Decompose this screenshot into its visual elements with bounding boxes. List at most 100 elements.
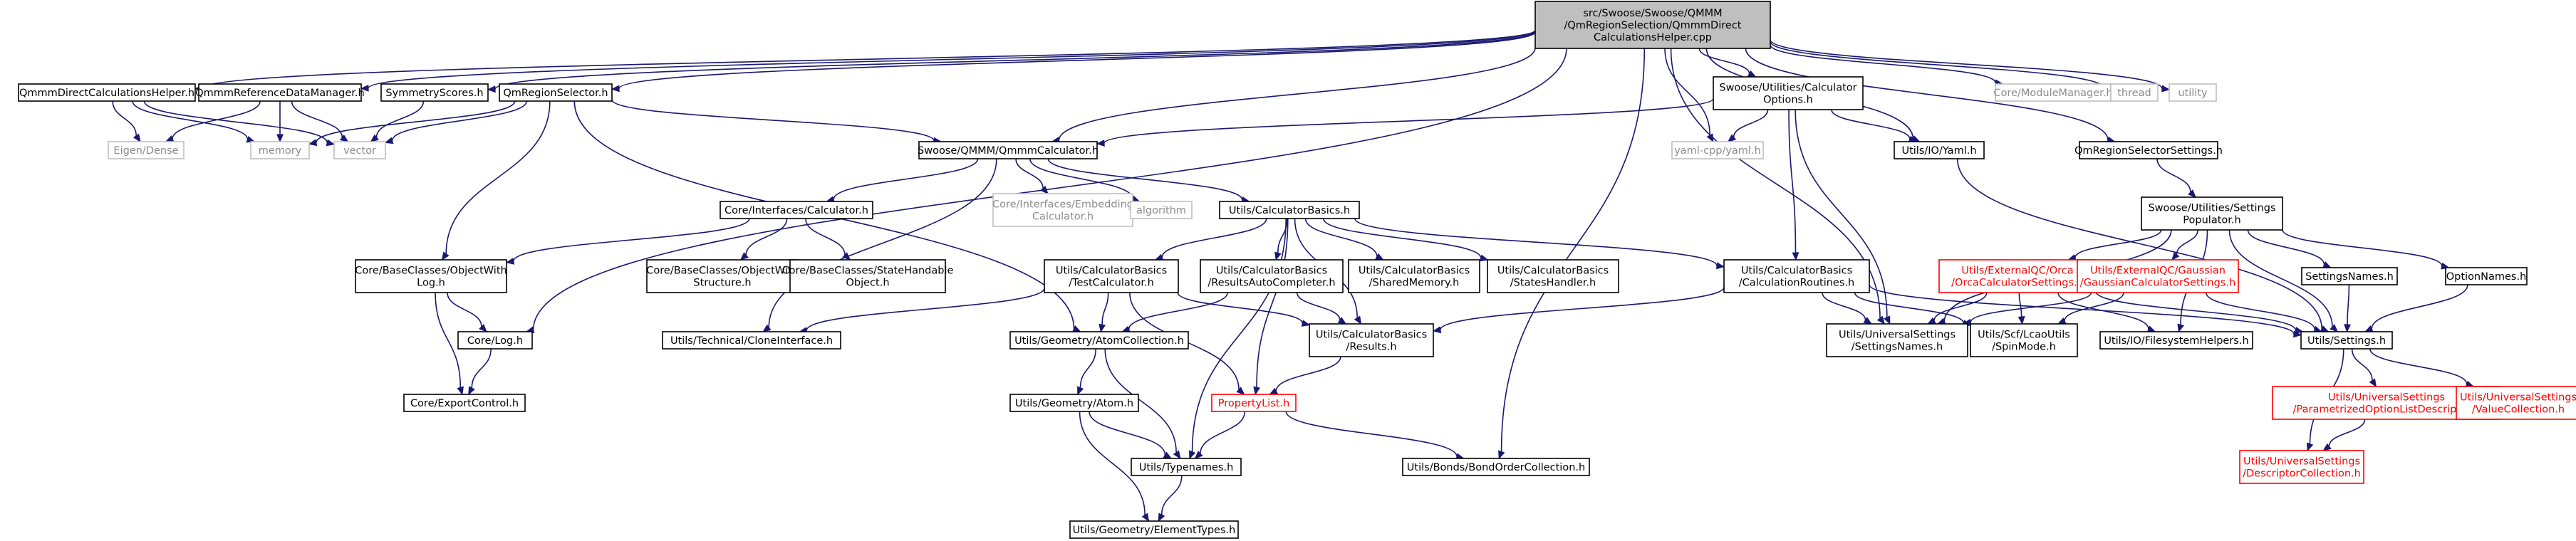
arrow-head-icon xyxy=(1077,386,1084,396)
node-box xyxy=(2300,331,2393,350)
node-label: Structure.h xyxy=(693,278,751,289)
edge-line xyxy=(2247,229,2325,266)
node-setnames[interactable]: SettingsNames.h xyxy=(2301,267,2398,285)
node-valcoll[interactable]: Utils/UniversalSettings/ValueCollection.… xyxy=(2456,386,2576,420)
edge-line xyxy=(833,158,979,200)
node-corelog[interactable]: Core/Log.h xyxy=(457,331,533,350)
edge-calcopt-to-yaml xyxy=(1831,109,1918,142)
node-box xyxy=(1826,323,1968,357)
edge-line xyxy=(1664,48,1710,136)
arrow-head-icon xyxy=(360,84,369,92)
node-eigen: Eigen/Dense xyxy=(108,141,185,159)
arrow-head-icon xyxy=(1337,317,1347,325)
node-fshelp[interactable]: Utils/IO/FilesystemHelpers.h xyxy=(2099,331,2253,350)
arrow-head-icon xyxy=(2344,324,2351,333)
arrow-head-icon xyxy=(441,251,450,261)
node-settings[interactable]: Utils/Settings.h xyxy=(2300,331,2393,350)
node-atomcoll[interactable]: Utils/Geometry/AtomCollection.h xyxy=(1009,331,1189,350)
node-rac[interactable]: Utils/CalculatorBasics/ResultsAutoComple… xyxy=(1200,259,1344,293)
edge-calcopt-to-usnames xyxy=(1795,109,1891,325)
node-label: OptionNames.h xyxy=(2446,271,2527,283)
edge-line xyxy=(1296,292,1341,320)
node-label: /TestCalculator.h xyxy=(1069,278,1154,289)
node-label: algorithm xyxy=(1136,205,1186,216)
node-bondorder[interactable]: Utils/Bonds/BondOrderCollection.h xyxy=(1402,458,1590,476)
node-label: PropertyList.h xyxy=(1218,398,1290,409)
edge-root-to-symm xyxy=(487,31,1536,93)
node-optnames[interactable]: OptionNames.h xyxy=(2445,267,2528,285)
edge-line xyxy=(2282,229,2443,267)
node-label: /ResultsAutoCompleter.h xyxy=(1208,278,1335,289)
edge-line xyxy=(2369,348,2468,384)
node-exportctrl[interactable]: Core/ExportControl.h xyxy=(403,394,526,412)
node-cbasics[interactable]: Utils/CalculatorBasics.h xyxy=(1219,201,1360,219)
edge-line xyxy=(2347,284,2350,325)
node-qdch[interactable]: QmmmDirectCalculationsHelper.h xyxy=(18,83,196,102)
node-box xyxy=(1938,259,2097,293)
node-box xyxy=(789,259,946,293)
node-label: Utils/Geometry/Atom.h xyxy=(1015,398,1133,409)
node-box xyxy=(1487,259,1619,293)
node-usnames[interactable]: Utils/UniversalSettings/SettingsNames.h xyxy=(1826,323,1968,357)
node-qmmmcalc[interactable]: Swoose/QMMM/QmmmCalculator.h xyxy=(918,141,1099,159)
node-orca[interactable]: Utils/ExternalQC/Orca/OrcaCalculatorSett… xyxy=(1938,259,2097,293)
edge-qmrs-to-objlog xyxy=(441,100,551,261)
node-label: Utils/UniversalSettings xyxy=(2243,456,2360,468)
arrow-head-icon xyxy=(2306,442,2314,452)
edge-line xyxy=(1304,218,1378,257)
node-spinmode[interactable]: Utils/Scf/LcaoUtils/SpinMode.h xyxy=(1970,323,2078,357)
edge-calcopt-to-yamlcpp xyxy=(1727,109,1769,142)
node-box xyxy=(2445,267,2528,285)
node-qrdm[interactable]: QmmmReferenceDataManager.h xyxy=(195,83,365,102)
arrow-head-icon xyxy=(1158,513,1165,522)
node-box xyxy=(108,141,185,159)
edge-atom-to-elemtypes xyxy=(1079,411,1150,522)
edge-root-to-qmmmcalc xyxy=(1051,48,1536,144)
node-label: Core/BaseClasses/ObjectWith xyxy=(355,266,507,277)
edge-ssp-to-settings xyxy=(2228,229,2339,332)
node-results[interactable]: Utils/CalculatorBasics/Results.h xyxy=(1309,323,1434,357)
edge-line xyxy=(1275,356,1341,392)
edge-line xyxy=(1200,411,1246,454)
node-shmem[interactable]: Utils/CalculatorBasics/SharedMemory.h xyxy=(1348,259,1480,293)
node-proplist[interactable]: PropertyList.h xyxy=(1211,394,1297,412)
arrow-head-icon xyxy=(1194,451,1203,459)
node-label: Utils/IO/FilesystemHelpers.h xyxy=(2104,335,2248,347)
node-calcroutines[interactable]: Utils/CalculatorBasics/CalculationRoutin… xyxy=(1723,259,1870,293)
arrow-head-icon xyxy=(1884,315,1891,325)
node-root[interactable]: src/Swoose/Swoose/QMMM/QmRegionSelection… xyxy=(1534,1,1771,49)
node-atom[interactable]: Utils/Geometry/Atom.h xyxy=(1009,394,1139,412)
edge-line xyxy=(2095,291,2297,331)
node-desccoll[interactable]: Utils/UniversalSettings/DescriptorCollec… xyxy=(2239,450,2364,484)
edge-line xyxy=(1047,158,1243,201)
node-qrss[interactable]: QmRegionSelectorSettings.h xyxy=(2074,141,2223,159)
node-typenames[interactable]: Utils/Typenames.h xyxy=(1131,458,1242,476)
node-label: /GaussianCalculatorSettings.h xyxy=(2080,278,2235,289)
node-box xyxy=(1009,331,1189,350)
arrow-head-icon xyxy=(1253,386,1260,396)
node-clone[interactable]: Utils/Technical/CloneInterface.h xyxy=(662,331,841,350)
edge-cbasics-to-stateshand xyxy=(1322,218,1489,262)
node-label: /CalculationRoutines.h xyxy=(1739,278,1854,289)
node-testcalc[interactable]: Utils/CalculatorBasics/TestCalculator.h xyxy=(1044,259,1179,293)
node-gaussian[interactable]: Utils/ExternalQC/Gaussian/GaussianCalcul… xyxy=(2077,259,2239,293)
node-corecalc[interactable]: Core/Interfaces/Calculator.h xyxy=(720,201,873,219)
node-elemtypes[interactable]: Utils/Geometry/ElementTypes.h xyxy=(1069,520,1239,539)
arrow-head-icon xyxy=(1099,323,1106,333)
edge-qmrs-to-qmmmcalc xyxy=(611,99,942,145)
node-label: /SharedMemory.h xyxy=(1369,278,1460,289)
node-stateshand[interactable]: Utils/CalculatorBasics/StatesHandler.h xyxy=(1487,259,1619,293)
node-label: SettingsNames.h xyxy=(2305,271,2394,283)
arrow-head-icon xyxy=(2330,324,2339,332)
node-label: /SpinMode.h xyxy=(1992,342,2056,353)
node-qmrs[interactable]: QmRegionSelector.h xyxy=(499,83,613,102)
node-label: CalculationsHelper.cpp xyxy=(1594,32,1712,43)
node-symm[interactable]: SymmetryScores.h xyxy=(380,83,489,102)
edge-line xyxy=(745,218,788,256)
node-yaml[interactable]: Utils/IO/Yaml.h xyxy=(1894,141,1985,159)
